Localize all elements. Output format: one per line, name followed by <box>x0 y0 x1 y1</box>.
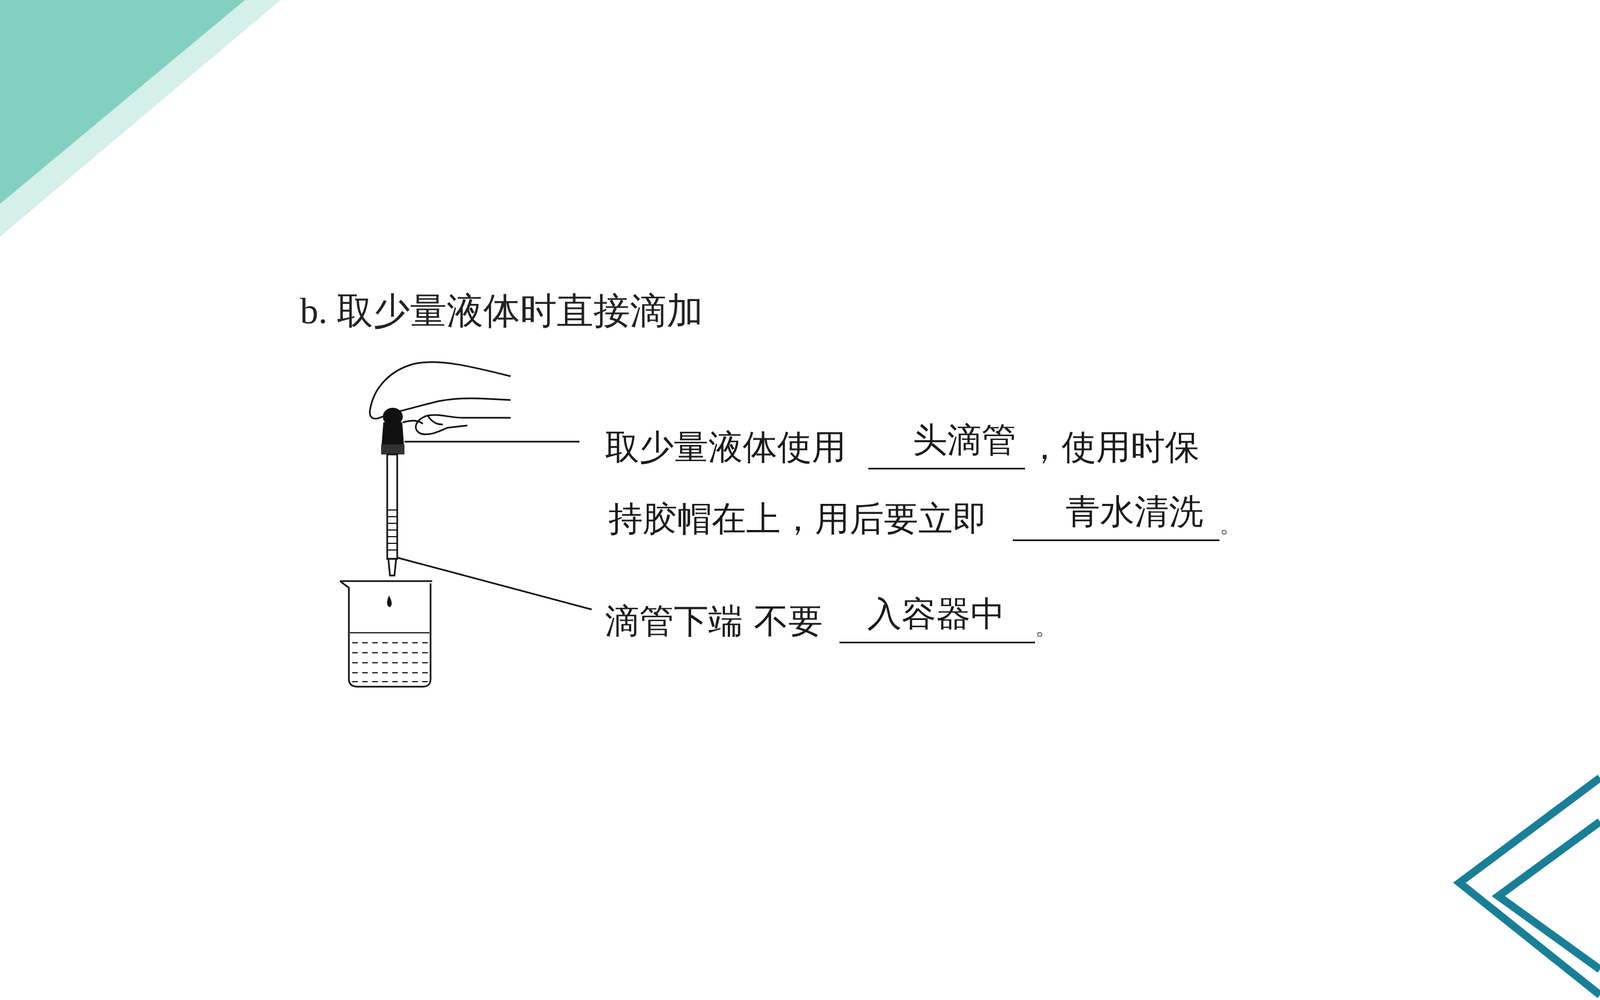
callout-text: 。 <box>1219 507 1242 542</box>
drop <box>387 595 392 608</box>
callout-text: 持胶帽在上，用后要立即 <box>608 496 988 542</box>
dropper <box>381 407 405 576</box>
callout-text: 取少量液体使用 <box>605 425 847 470</box>
corner-chevron <box>1498 821 1600 970</box>
leader-line <box>397 557 592 610</box>
callout-line: 滴管下端 不要入容器中。 <box>605 591 1058 644</box>
corner-triangle <box>0 0 245 204</box>
callout-line: 取少量液体使用头滴管，使用时保 <box>605 417 1200 470</box>
callout-text: 滴管下端 不要 <box>605 598 823 644</box>
callout-text: 。 <box>1035 610 1058 644</box>
fill-in-answer: 青水清洗 <box>1012 489 1220 542</box>
beaker <box>340 581 433 687</box>
fill-in-answer: 入容器中 <box>839 591 1035 644</box>
corner-chevron <box>1459 777 1600 995</box>
callout-line: 持胶帽在上，用后要立即青水清洗。 <box>608 489 1242 542</box>
slide-heading: b. 取少量液体时直接滴加 <box>300 287 704 335</box>
leader-line <box>404 441 580 443</box>
corner-band <box>0 0 281 237</box>
callout-text: ，使用时保 <box>1027 425 1200 470</box>
fill-in-answer: 头滴管 <box>868 417 1025 470</box>
